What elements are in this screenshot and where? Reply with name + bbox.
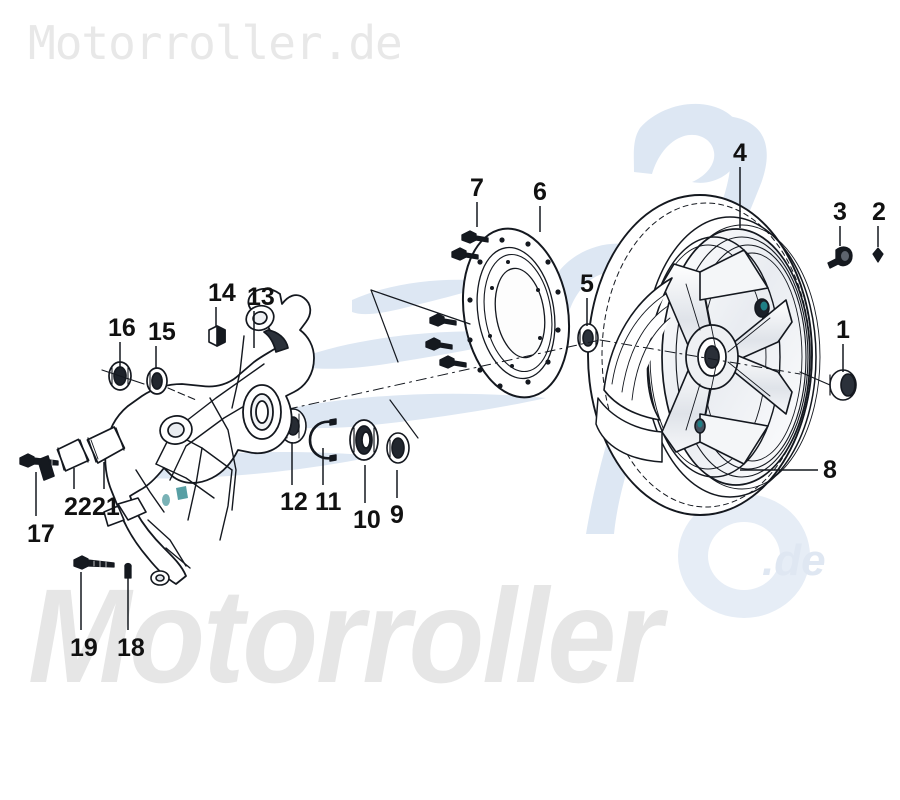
- part-21-spacer-bush-long: [86, 426, 126, 464]
- disc-inner-bolt-holes: [488, 260, 542, 368]
- part-22-end-cap: [37, 455, 55, 481]
- callout-number-11[interactable]: 11: [315, 488, 342, 516]
- leader-bracket-part-7: [370, 289, 471, 439]
- swingarm-lower-tab: [103, 497, 147, 527]
- part-7-disc-bolts: [425, 230, 489, 369]
- callout-number-8[interactable]: 8: [823, 456, 837, 484]
- watermark-bottom: Motorroller: [28, 562, 662, 712]
- part-18-dowel-pin: [124, 562, 132, 579]
- callout-number-5[interactable]: 5: [580, 270, 594, 298]
- wheel-hub: [685, 324, 739, 390]
- part-15-oil-seal: [146, 367, 168, 395]
- callout-number-22[interactable]: 22: [64, 493, 92, 521]
- swingarm-left-boss: [159, 415, 193, 445]
- callout-number-17[interactable]: 17: [27, 520, 55, 548]
- callout-number-9[interactable]: 9: [390, 501, 404, 529]
- part-11-circlip: [308, 420, 334, 460]
- callout-number-1[interactable]: 1: [836, 316, 850, 344]
- watermark-de-suffix: .de: [762, 536, 826, 585]
- part-22-spacer-bush-short: [56, 438, 90, 472]
- callout-number-12[interactable]: 12: [280, 488, 308, 516]
- fender-lower: [595, 397, 663, 463]
- leader-part-1-link: [799, 371, 831, 386]
- callout-number-14[interactable]: 14: [208, 279, 236, 307]
- watermark-top-left: Motorroller.de: [28, 16, 403, 70]
- callout-number-16[interactable]: 16: [108, 314, 136, 342]
- callout-number-18[interactable]: 18: [117, 634, 145, 662]
- part-6-brake-disc: [461, 227, 571, 399]
- callout-number-7[interactable]: 7: [470, 174, 484, 202]
- callout-number-19[interactable]: 19: [70, 634, 98, 662]
- leader-part-16-link: [101, 369, 145, 385]
- callout-number-21[interactable]: 21: [92, 493, 120, 521]
- leader-part-15-link: [167, 387, 197, 401]
- callout-number-10[interactable]: 10: [353, 506, 381, 534]
- callout-number-3[interactable]: 3: [833, 198, 847, 226]
- swingarm-accent-marks: [162, 486, 188, 506]
- callout-number-15[interactable]: 15: [148, 318, 176, 346]
- swingarm-upper-boss: [245, 304, 289, 353]
- part-10-wheel-bearing: [349, 419, 379, 461]
- part-3-valve-stem: [827, 246, 853, 269]
- part-9-washer: [386, 432, 410, 464]
- part-2-balance-weight: [872, 247, 884, 263]
- callout-number-2[interactable]: 2: [872, 198, 886, 226]
- disc-drill-holes: [467, 237, 561, 389]
- part-1-spacer-collar: [829, 369, 857, 401]
- callout-number-4[interactable]: 4: [733, 139, 747, 167]
- swingarm-bottom-eye: [150, 570, 170, 586]
- spoke-detail-lines: [685, 283, 771, 431]
- part-13-swingarm: [104, 287, 315, 585]
- assembly-axis: [265, 339, 801, 415]
- callout-leader-lines: [35, 167, 879, 630]
- callout-number-13[interactable]: 13: [247, 283, 275, 311]
- callout-number-6[interactable]: 6: [533, 178, 547, 206]
- circlip-ears: [329, 418, 337, 462]
- part-14-pivot-nut: [208, 325, 226, 347]
- part-5-dust-seal: [577, 323, 599, 353]
- part-19-hex-bolt: [73, 555, 115, 570]
- swingarm-hub-bore: [242, 384, 282, 440]
- fender-wedge: [603, 277, 673, 421]
